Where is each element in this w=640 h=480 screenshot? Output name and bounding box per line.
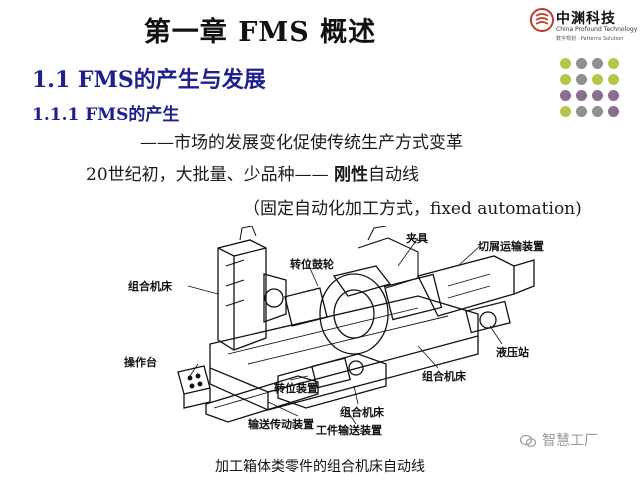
section-heading: 1.1 FMS的产生与发展 bbox=[32, 67, 266, 93]
decorative-dot bbox=[576, 106, 587, 117]
label-transfer-device: 转位装置 bbox=[274, 382, 318, 395]
label-combo-machine-right: 组合机床 bbox=[422, 370, 466, 383]
decorative-dot bbox=[592, 58, 603, 69]
rigid-emphasis: 刚性 bbox=[334, 165, 369, 185]
logo-seal-icon bbox=[530, 8, 554, 32]
body-line-market-change: ——市场的发展变化促使传统生产方式变革 bbox=[140, 133, 463, 153]
logo-tagline: 数字规划 · Patterns Solution bbox=[556, 36, 624, 42]
transfer-line-illustration: 组合机床 转位鼓轮 夹具 切屑运输装置 液压站 组合机床 操作台 转位装置 组合… bbox=[118, 225, 544, 454]
decorative-dot bbox=[608, 90, 619, 101]
logo-english-name: China Profound Technology bbox=[556, 26, 638, 33]
label-fixture: 夹具 bbox=[406, 232, 428, 245]
label-combo-machine-bottom: 组合机床 bbox=[340, 406, 384, 419]
watermark-text: 智慧工厂 bbox=[542, 433, 598, 449]
label-transfer-drum: 转位鼓轮 bbox=[290, 258, 334, 271]
body-line-fixed-automation: （固定自动化加工方式，fixed automation) bbox=[243, 199, 582, 219]
logo-name: 中渊科技 bbox=[556, 11, 616, 27]
decorative-dot bbox=[560, 58, 571, 69]
decorative-dot bbox=[592, 90, 603, 101]
label-chip-conveyor: 切屑运输装置 bbox=[478, 240, 544, 253]
decorative-dot bbox=[608, 58, 619, 69]
transfer-line-drawing bbox=[177, 225, 535, 425]
label-hydraulic-station: 液压站 bbox=[496, 346, 529, 359]
body-line-early-20th-century: 20世纪初，大批量、少品种—— 刚性自动线 bbox=[86, 160, 419, 185]
decorative-dot bbox=[576, 90, 587, 101]
decorative-dot bbox=[592, 106, 603, 117]
body-line-suffix: 自动线 bbox=[368, 165, 420, 185]
label-combo-machine-left: 组合机床 bbox=[128, 280, 172, 293]
subsection-heading: 1.1.1 FMS的产生 bbox=[32, 105, 180, 125]
decorative-dot bbox=[608, 106, 619, 117]
decorative-dot bbox=[560, 74, 571, 85]
decorative-dot bbox=[608, 74, 619, 85]
decorative-dot bbox=[560, 106, 571, 117]
label-workpiece-conveyor: 工件输送装置 bbox=[316, 424, 382, 437]
decorative-dot bbox=[576, 74, 587, 85]
label-conveyor-drive: 输送传动装置 bbox=[248, 418, 314, 431]
wechat-icon bbox=[520, 435, 536, 447]
figure-caption: 加工箱体类零件的组合机床自动线 bbox=[215, 459, 425, 475]
wechat-watermark: 智慧工厂 bbox=[520, 430, 598, 450]
company-logo: 中渊科技 China Profound Technology 数字规划 · Pa… bbox=[530, 6, 638, 46]
body-line-prefix: 20世纪初，大批量、少品种—— bbox=[86, 165, 335, 185]
decorative-dot bbox=[592, 74, 603, 85]
decorative-dot bbox=[560, 90, 571, 101]
label-operator-console: 操作台 bbox=[124, 356, 157, 369]
decorative-dot bbox=[576, 58, 587, 69]
slide-title: 第一章 FMS 概述 bbox=[143, 17, 377, 48]
